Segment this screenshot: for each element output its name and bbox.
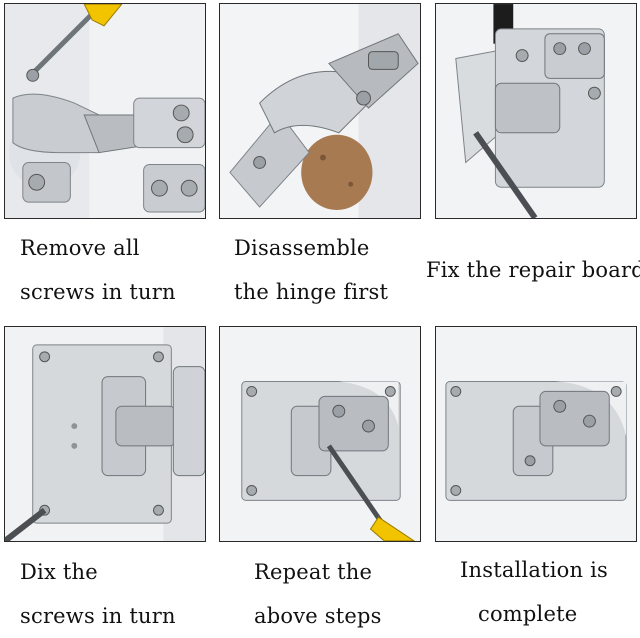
hinge-with-screwdriver-illustration bbox=[5, 4, 205, 218]
step-2-line-2: the hinge first bbox=[234, 280, 389, 304]
step-4-caption: Dix the screws in turn bbox=[20, 550, 176, 638]
second-plate-illustration bbox=[220, 327, 420, 541]
step-3-caption: Fix the repair board bbox=[426, 248, 640, 292]
step-1-caption: Remove all screws in turn bbox=[20, 226, 176, 314]
step-4-line-1: Dix the bbox=[20, 560, 98, 584]
step-5-caption: Repeat the above steps bbox=[254, 550, 382, 638]
step-5-line-1: Repeat the bbox=[254, 560, 373, 584]
plate-with-screwdriver-illustration bbox=[5, 327, 205, 541]
photo-fix-screws bbox=[4, 326, 206, 542]
step-3-line-1: Fix the repair board bbox=[426, 258, 640, 282]
step-6-caption: Installation is complete bbox=[460, 548, 608, 636]
repair-board-illustration bbox=[436, 4, 636, 218]
photo-repeat-steps bbox=[219, 326, 421, 542]
photo-disassemble-hinge bbox=[219, 3, 421, 219]
photo-fix-repair-board bbox=[435, 3, 637, 219]
step-1-line-2: screws in turn bbox=[20, 280, 176, 304]
step-2-line-1: Disassemble bbox=[234, 236, 370, 260]
hinge-removed-illustration bbox=[220, 4, 420, 218]
step-6-line-2: complete bbox=[478, 602, 578, 626]
finished-plate-illustration bbox=[436, 327, 636, 541]
step-5-line-2: above steps bbox=[254, 604, 382, 628]
step-2-caption: Disassemble the hinge first bbox=[234, 226, 388, 314]
step-1-line-1: Remove all bbox=[20, 236, 140, 260]
photo-installation-complete bbox=[435, 326, 637, 542]
step-4-line-2: screws in turn bbox=[20, 604, 176, 628]
photo-remove-screws bbox=[4, 3, 206, 219]
step-6-line-1: Installation is bbox=[460, 558, 609, 582]
